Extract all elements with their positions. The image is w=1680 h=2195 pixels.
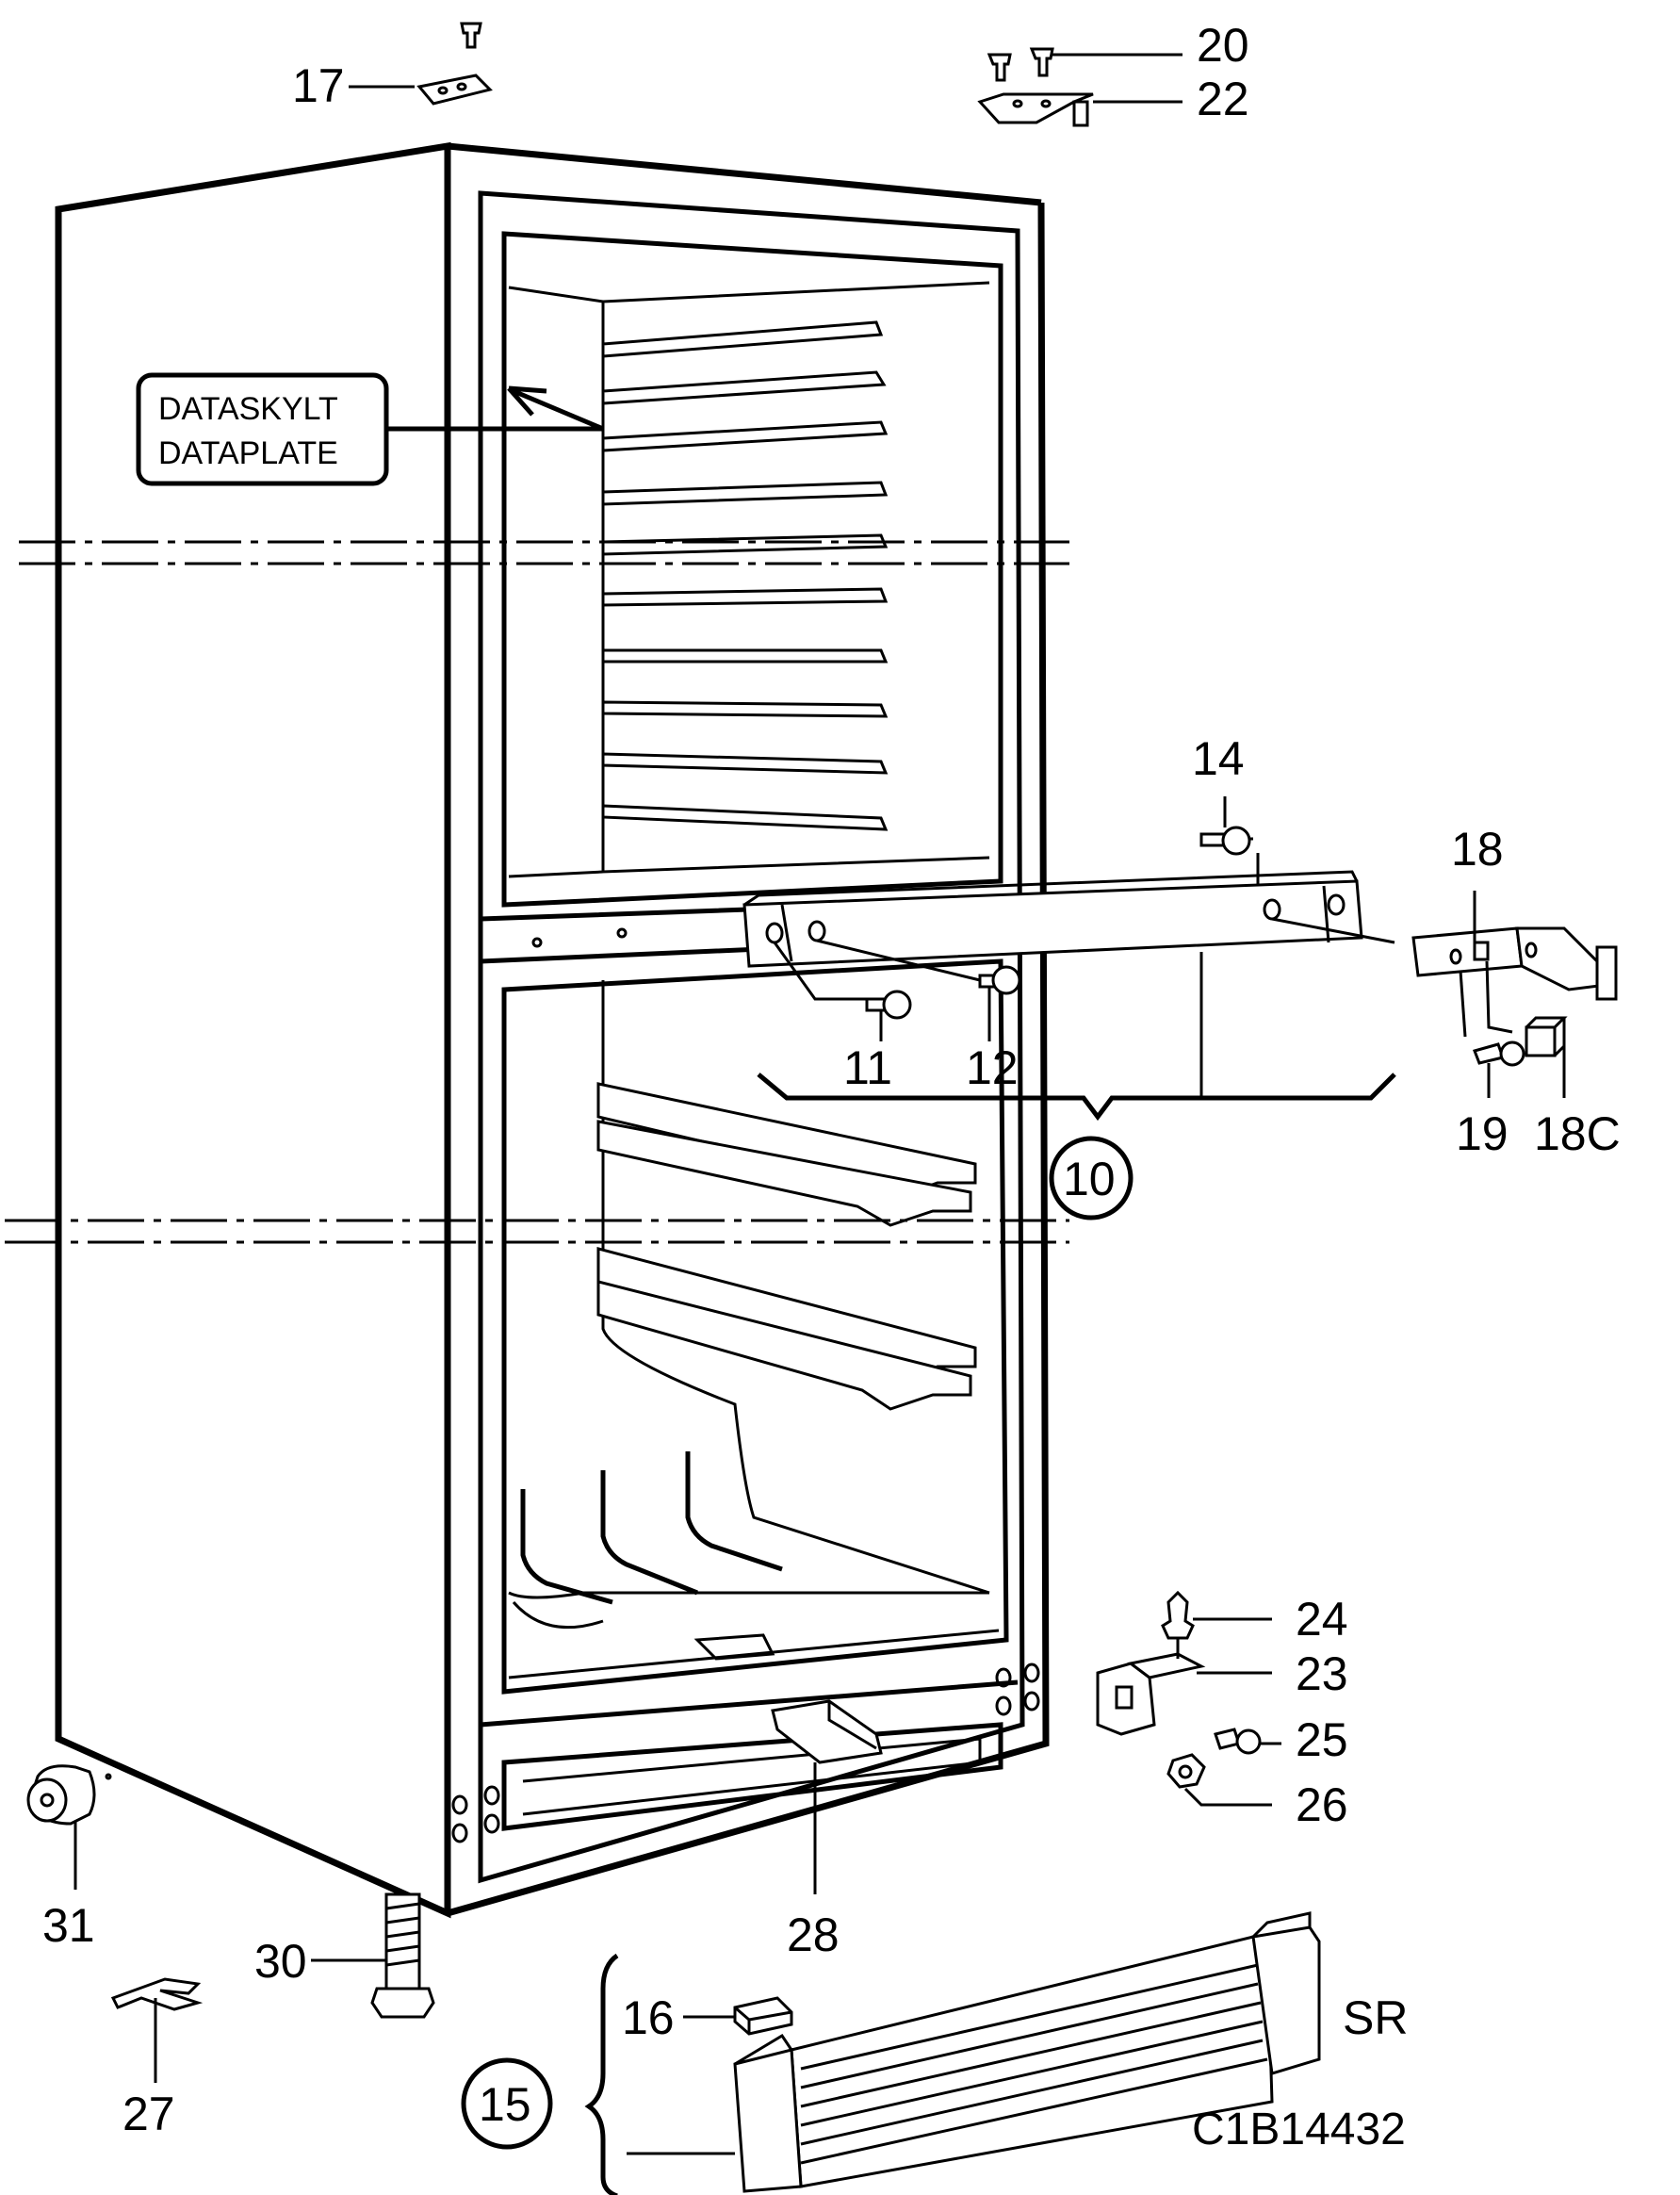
variant-label: SR — [1343, 1991, 1408, 2044]
drawing-code: C1B14432 — [1192, 2105, 1406, 2154]
callout-23: 23 — [1296, 1647, 1348, 1700]
screw-14 — [1199, 796, 1251, 856]
freezer-opening — [501, 231, 1003, 908]
cabinet-front-right-edge — [447, 202, 1050, 1917]
bottom-hinge-23 — [1096, 1652, 1272, 1736]
cabinet-top — [447, 142, 1042, 206]
callout-17: 17 — [292, 59, 345, 112]
bottom-ribs — [512, 1451, 783, 1661]
callout-15: 15 — [479, 2078, 531, 2131]
callout-26: 26 — [1296, 1778, 1348, 1831]
callout-28: 28 — [787, 1908, 840, 1961]
clip-27 — [110, 1977, 204, 2083]
hinge-bracket-18 — [1411, 891, 1618, 1038]
data-plate-line2: DATAPLATE — [158, 435, 338, 471]
callout-31: 31 — [42, 1899, 95, 1952]
freezer-back-wall — [508, 281, 990, 878]
foot-31 — [26, 1764, 112, 1890]
screw-30 — [311, 1892, 435, 2019]
screw-19 — [1473, 1040, 1525, 1098]
callout-19: 19 — [1456, 1107, 1509, 1160]
catch-18c — [1525, 1016, 1568, 1098]
fridge-rails — [596, 1082, 977, 1411]
callout-20: 20 — [1197, 19, 1249, 72]
kick-plate-assembly: 15 — [461, 1911, 1321, 2195]
break-lines — [5, 540, 1069, 1244]
data-plate-line1: DATASKYLT — [158, 391, 338, 427]
screw-11 — [865, 990, 912, 1041]
callout-25: 25 — [1296, 1713, 1348, 1766]
block-28 — [771, 1699, 883, 1894]
callout-18c: 18C — [1534, 1107, 1621, 1160]
callout-10: 10 — [1063, 1153, 1116, 1205]
callout-14: 14 — [1192, 732, 1245, 785]
pin-24 — [1161, 1590, 1272, 1659]
handle-bar-assembly: 10 — [742, 837, 1396, 1220]
front-frame — [478, 190, 1025, 1884]
callout-labels: 17 20 22 14 18 11 12 19 18C 24 23 25 26 … — [42, 19, 1621, 2154]
callout-16: 16 — [622, 1991, 675, 2044]
callout-30: 30 — [254, 1935, 307, 1988]
fridge-inner-wall — [601, 980, 990, 1595]
data-plate-label: DATASKYLT DATAPLATE — [136, 372, 604, 486]
top-hinge-22 — [977, 92, 1183, 127]
callout-27: 27 — [122, 2088, 175, 2140]
screws-20 — [987, 47, 1183, 82]
callout-12: 12 — [966, 1041, 1019, 1094]
nut-26 — [1166, 1753, 1272, 1807]
freezer-shelves — [601, 320, 889, 831]
callout-11: 11 — [843, 1041, 892, 1094]
fridge-opening — [501, 958, 1009, 1695]
callout-18: 18 — [1451, 823, 1504, 876]
frame-holes — [451, 970, 1040, 1843]
callout-22: 22 — [1197, 73, 1249, 125]
bottom-frame — [480, 1679, 1019, 1831]
callout-24: 24 — [1296, 1593, 1348, 1646]
screw-12 — [978, 965, 1021, 1041]
screw-25 — [1214, 1728, 1281, 1755]
top-cover-17 — [349, 22, 493, 106]
